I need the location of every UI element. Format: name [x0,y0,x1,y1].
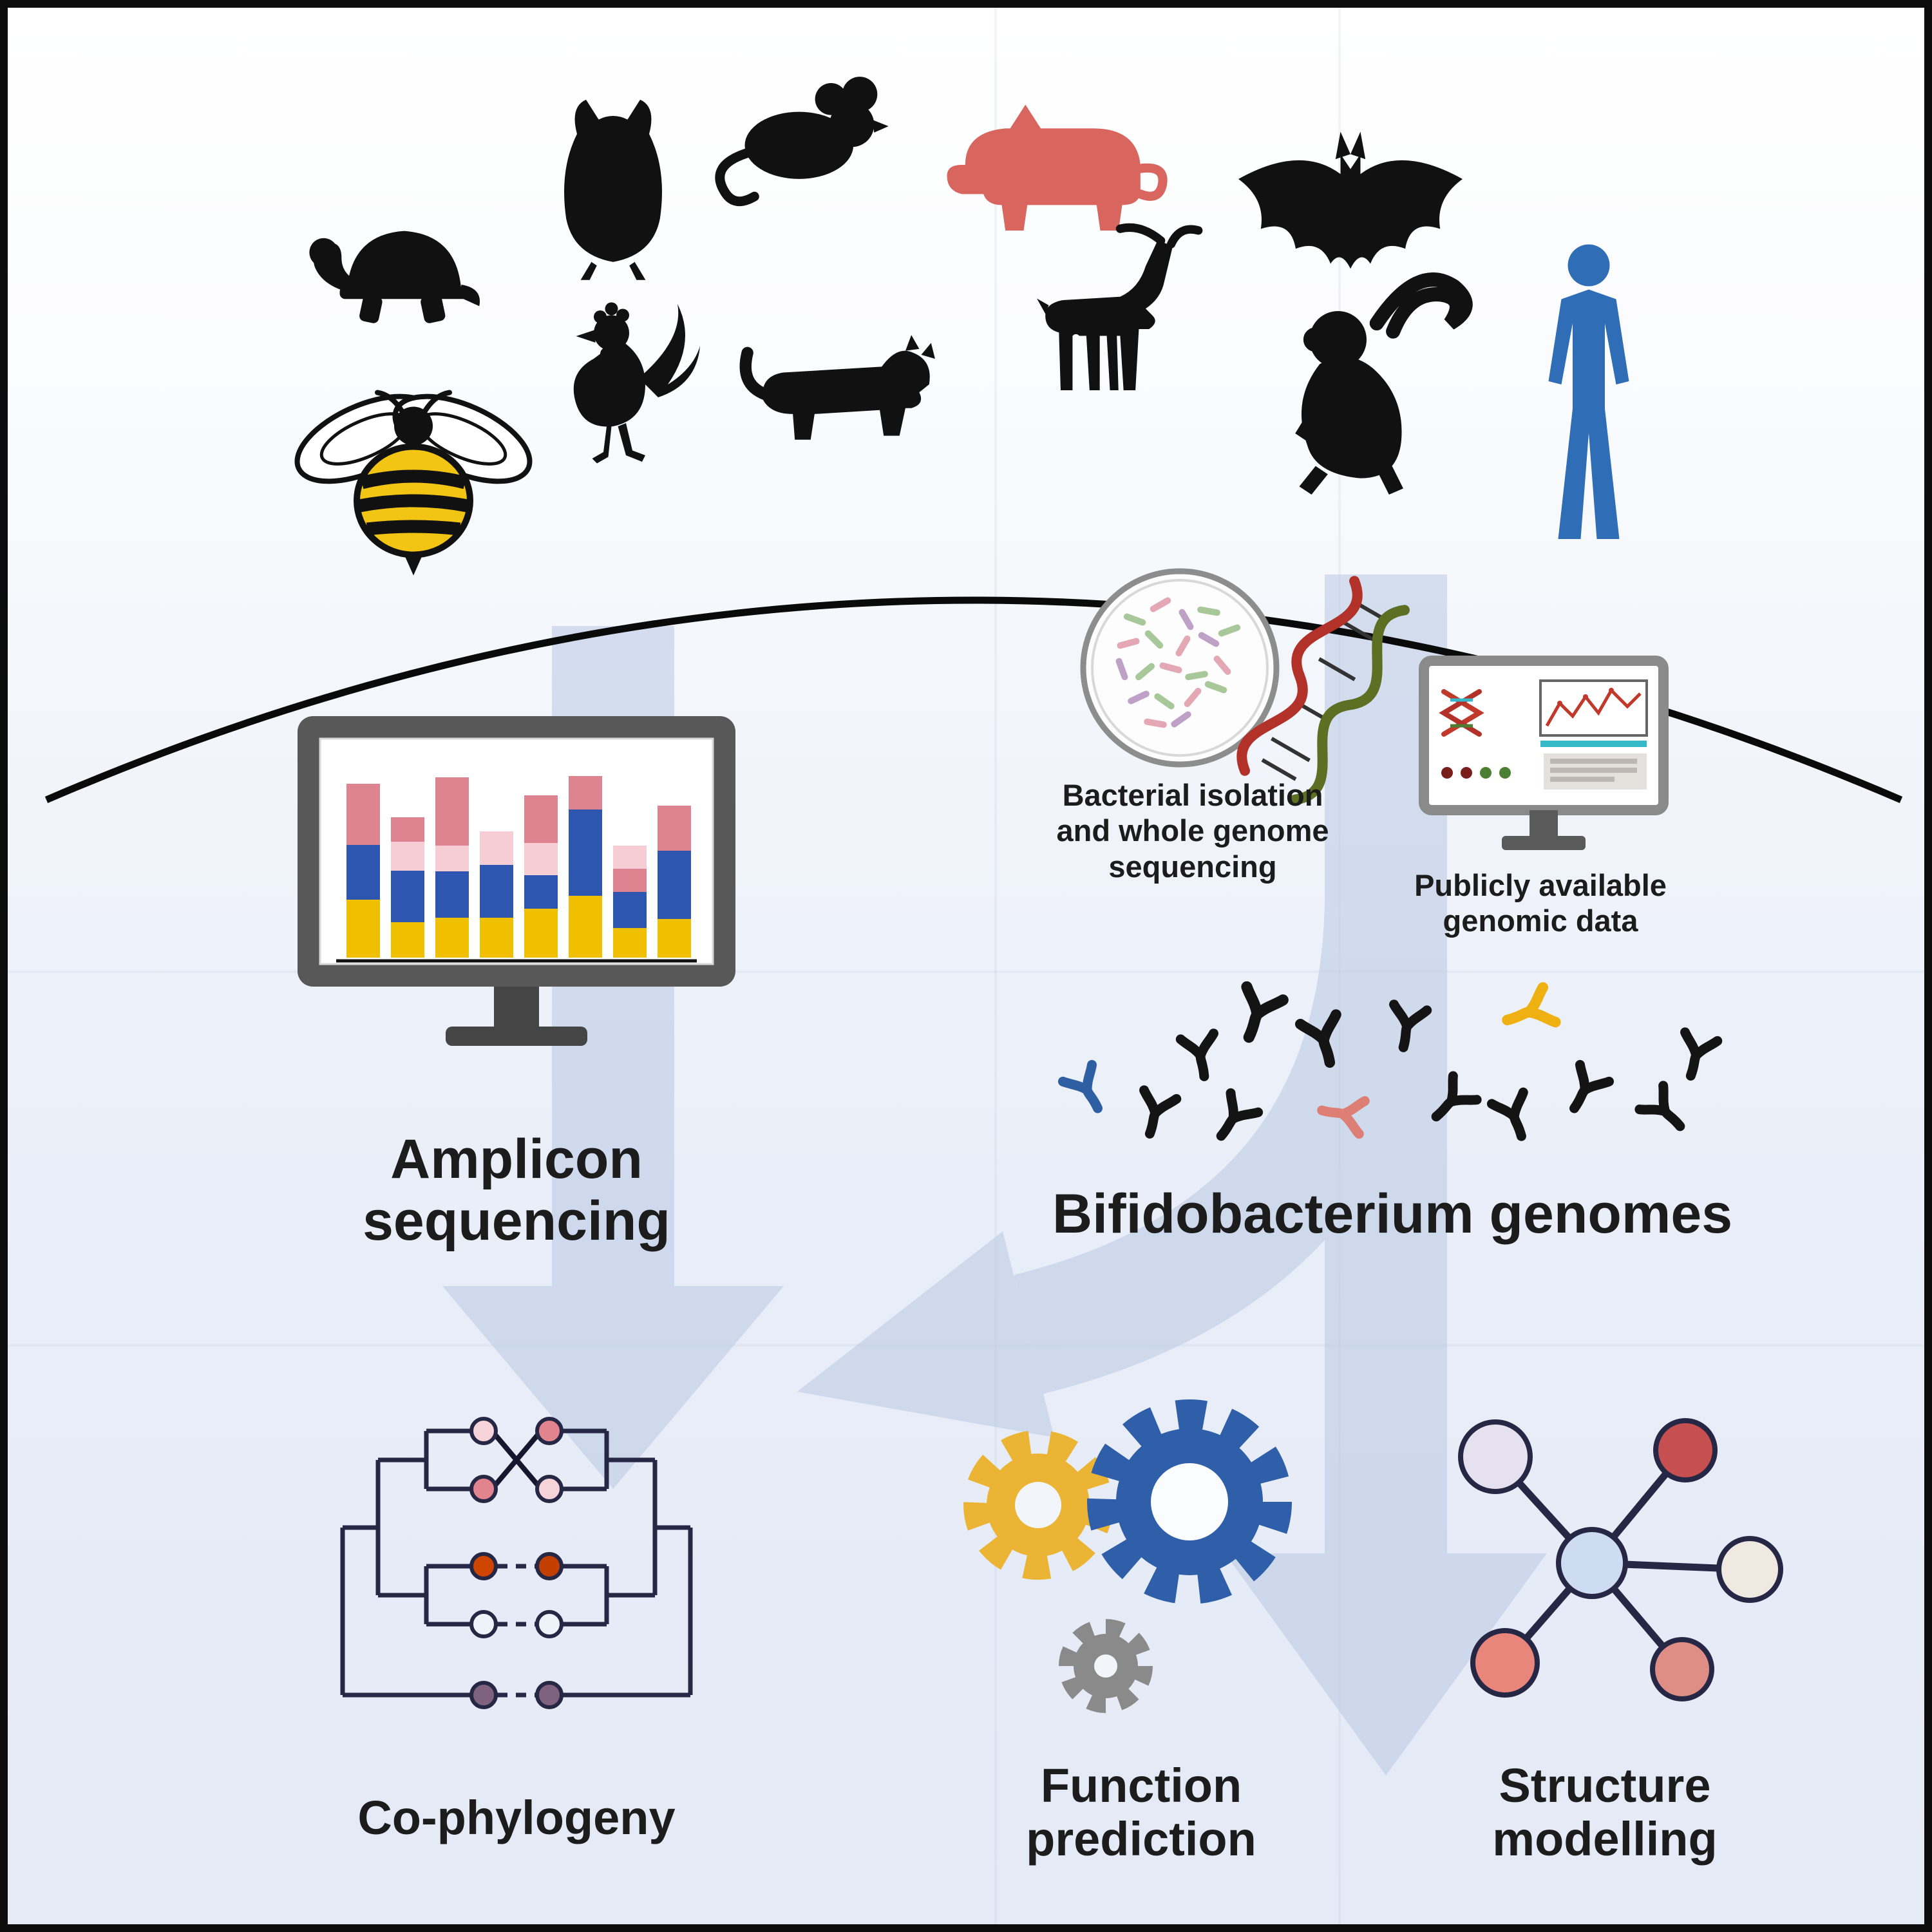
structure-modelling-line2: modelling [1492,1812,1718,1866]
structure-modelling-label: Structure modelling [1405,1759,1804,1866]
cophylogeny-label: Co-phylogeny [285,1791,748,1845]
public-genomic-data-label: Publicly available genomic data [1373,867,1708,939]
yellow-gear [963,1430,1113,1580]
deer-icon [1037,223,1203,390]
qc-dots [1441,767,1511,779]
bacteria-colonies [1115,597,1241,728]
bat-icon [1238,131,1463,269]
bacterial-isolation-line2: and whole genome [1056,813,1329,848]
bacterial-isolation-label: Bacterial isolation and whole genome seq… [1009,777,1376,884]
function-prediction-line1: Function [1040,1759,1242,1812]
amplicon-label-line2: sequencing [363,1190,670,1253]
down-arrow-left [442,626,784,1489]
function-prediction-label: Function prediction [942,1759,1341,1866]
mouse-icon [715,77,889,206]
public-data-line1: Publicly available [1414,868,1667,902]
structure-modelling-line1: Structure [1499,1759,1711,1812]
curved-arrow-head [797,1231,1054,1437]
flow-arrows [442,574,1547,1776]
mini-line-chart [1539,679,1648,737]
owl-icon [564,99,662,280]
background-seam [994,8,997,1924]
bacterial-isolation-line1: Bacterial isolation [1062,778,1323,812]
amplicon-label: Amplicon sequencing [252,1128,781,1253]
stacked-bars [346,776,691,958]
barchart-monitor-icon [298,716,735,1046]
rooster-icon [573,302,700,464]
flow-arrow-group [442,574,1547,1776]
gears-icon [963,1399,1292,1713]
curved-arrow-shaft [1013,876,1448,1394]
molecule-network-icon [1458,1418,1783,1701]
bifidobacteria-icon [1038,961,1747,1173]
tanglegram-icon [340,1417,693,1709]
petri-dish-icon [1080,568,1280,768]
bacterial-isolation-line3: sequencing [1108,849,1277,884]
bifidobacterium-genomes-label: Bifidobacterium genomes [942,1183,1843,1245]
function-prediction-line2: prediction [1026,1812,1256,1866]
tiger-icon [739,335,935,440]
mini-dna-icon [1439,689,1484,737]
dna-helix-icon [1236,576,1410,805]
bee-icon [294,390,533,576]
public-data-line2: genomic data [1443,904,1638,938]
genomics-monitor-icon [1419,656,1669,850]
human-icon [1548,244,1629,539]
down-arrow-right [1225,574,1547,1776]
cophylogeny-label-text: Co-phylogeny [357,1791,676,1844]
teal-bar [1540,741,1647,747]
background-seam [8,971,1924,973]
turtle-icon [309,231,480,323]
text-block [1544,753,1647,790]
monkey-icon [1295,272,1473,495]
amplicon-label-line1: Amplicon [390,1128,643,1190]
blue-gear [1087,1399,1292,1604]
pig-icon [947,104,1168,231]
gray-gear [1059,1619,1153,1713]
bifido-label-text: Bifidobacterium genomes [1052,1183,1733,1245]
